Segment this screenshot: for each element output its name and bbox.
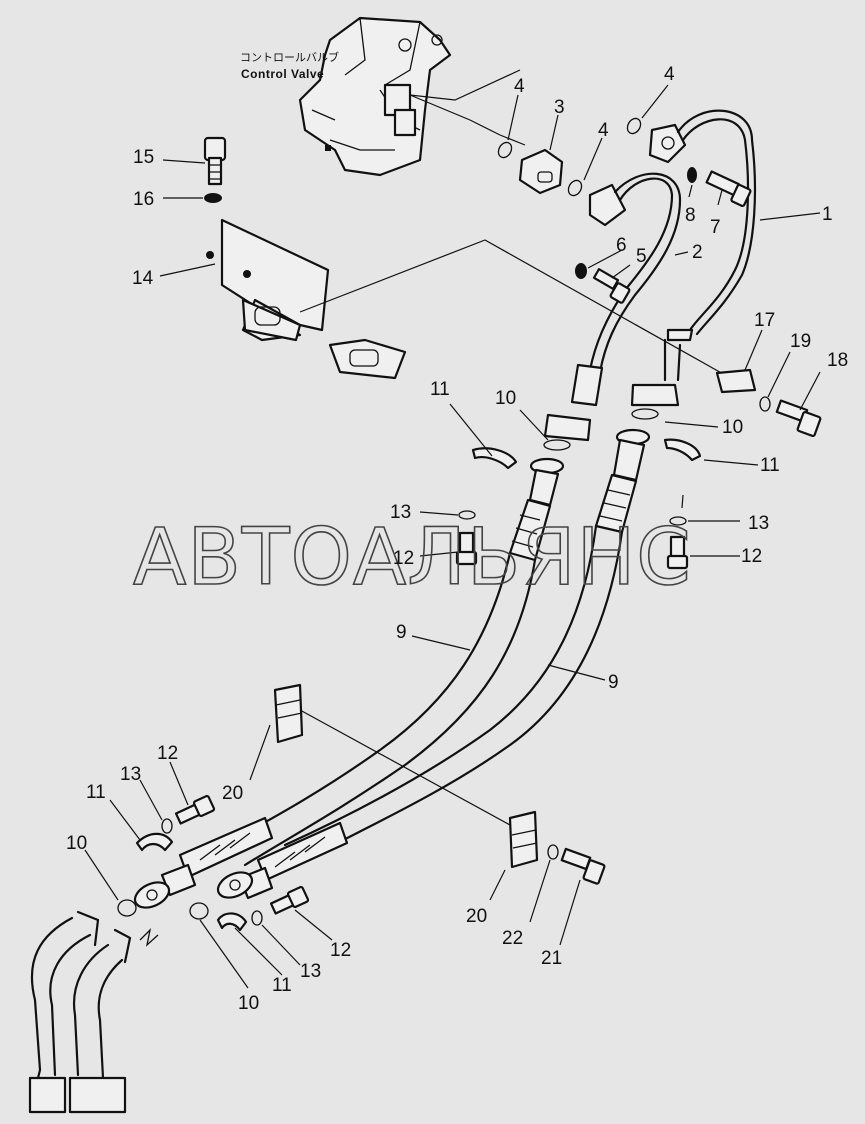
hose-end-lower-b [216,821,349,900]
callout-7: 7 [710,217,721,238]
callout-12-b: 12 [741,546,762,567]
callout-10-d: 10 [238,993,259,1014]
callout-8: 8 [685,205,696,226]
callout-13-c: 13 [120,764,141,785]
o-ring-4-b [567,179,583,197]
callout-18: 18 [827,350,848,371]
clip-20-a [273,683,304,744]
o-ring-10-d [189,902,209,920]
callout-22: 22 [502,928,523,949]
pipe-2 [543,172,682,442]
callout-11-b: 11 [760,455,780,476]
control-valve [298,16,452,177]
half-clamp-11-c [135,832,174,852]
bolt-5 [592,268,631,304]
callout-11-a: 11 [430,379,450,400]
callout-9-b: 9 [608,672,619,693]
callout-2: 2 [692,242,703,263]
callout-4-c: 4 [664,64,675,85]
clamp-17 [715,368,757,394]
callout-12-c: 12 [157,743,178,764]
flange-3 [518,148,564,195]
callout-17: 17 [754,310,775,331]
o-ring-4-c [626,117,642,135]
callout-11-c: 11 [86,782,106,803]
callout-10-b: 10 [722,417,743,438]
callout-21: 21 [541,948,562,969]
lower-pipes [28,910,159,1114]
callout-13-b: 13 [748,513,769,534]
bolt-12-a [455,531,478,566]
o-ring-6 [575,263,587,279]
half-clamp-11-b [663,438,702,462]
callout-10-c: 10 [66,833,87,854]
hose-9-b [283,428,651,862]
callout-5: 5 [636,246,647,267]
bolt-12-d [269,885,310,915]
o-ring-10-b [631,408,659,420]
bolt-15 [203,136,227,186]
callout-10-a: 10 [495,388,516,409]
callout-14: 14 [132,268,154,289]
bolt-18 [775,399,822,438]
callout-4-a: 4 [514,76,525,97]
bracket-14 [206,218,407,380]
bolt-7 [705,170,752,207]
washer-19 [759,396,771,412]
callout-3: 3 [554,97,565,118]
callout-11-d: 11 [272,975,292,996]
o-ring-4-a [497,141,513,159]
bolt-12-b [666,535,689,570]
half-clamp-11-a [471,447,518,470]
hose-end-lower-a [133,816,274,909]
callout-4-b: 4 [598,120,609,141]
control-valve-label-en: Control Valve [241,67,324,81]
callout-20-a: 20 [222,783,243,804]
callout-15: 15 [133,147,154,168]
callout-9-a: 9 [396,622,407,643]
bolt-21 [560,847,606,885]
callout-6: 6 [616,235,627,256]
callout-20-b: 20 [466,906,487,927]
washer-13-b [669,516,687,526]
callout-12-d: 12 [330,940,351,961]
callout-1: 1 [822,204,833,225]
callout-13-d: 13 [300,961,321,982]
washer-13-c [161,818,173,834]
washer-16 [204,193,222,203]
callout-19: 19 [790,331,811,352]
clip-20-b [508,810,539,869]
callout-13-a: 13 [390,502,411,523]
washer-22 [547,844,559,860]
control-valve-label-jp: コントロールバルブ [240,50,339,64]
o-ring-10-c [117,899,137,917]
washer-13-d [251,910,263,926]
o-ring-10-a [543,439,571,451]
o-ring-8 [687,167,697,183]
watermark: АВТОАЛЬЯНС [133,513,692,603]
bolt-12-c [174,794,216,825]
callout-12-a: 12 [393,548,414,569]
callout-16: 16 [133,189,154,210]
washer-13-a [458,510,476,520]
half-clamp-11-d [216,912,248,932]
